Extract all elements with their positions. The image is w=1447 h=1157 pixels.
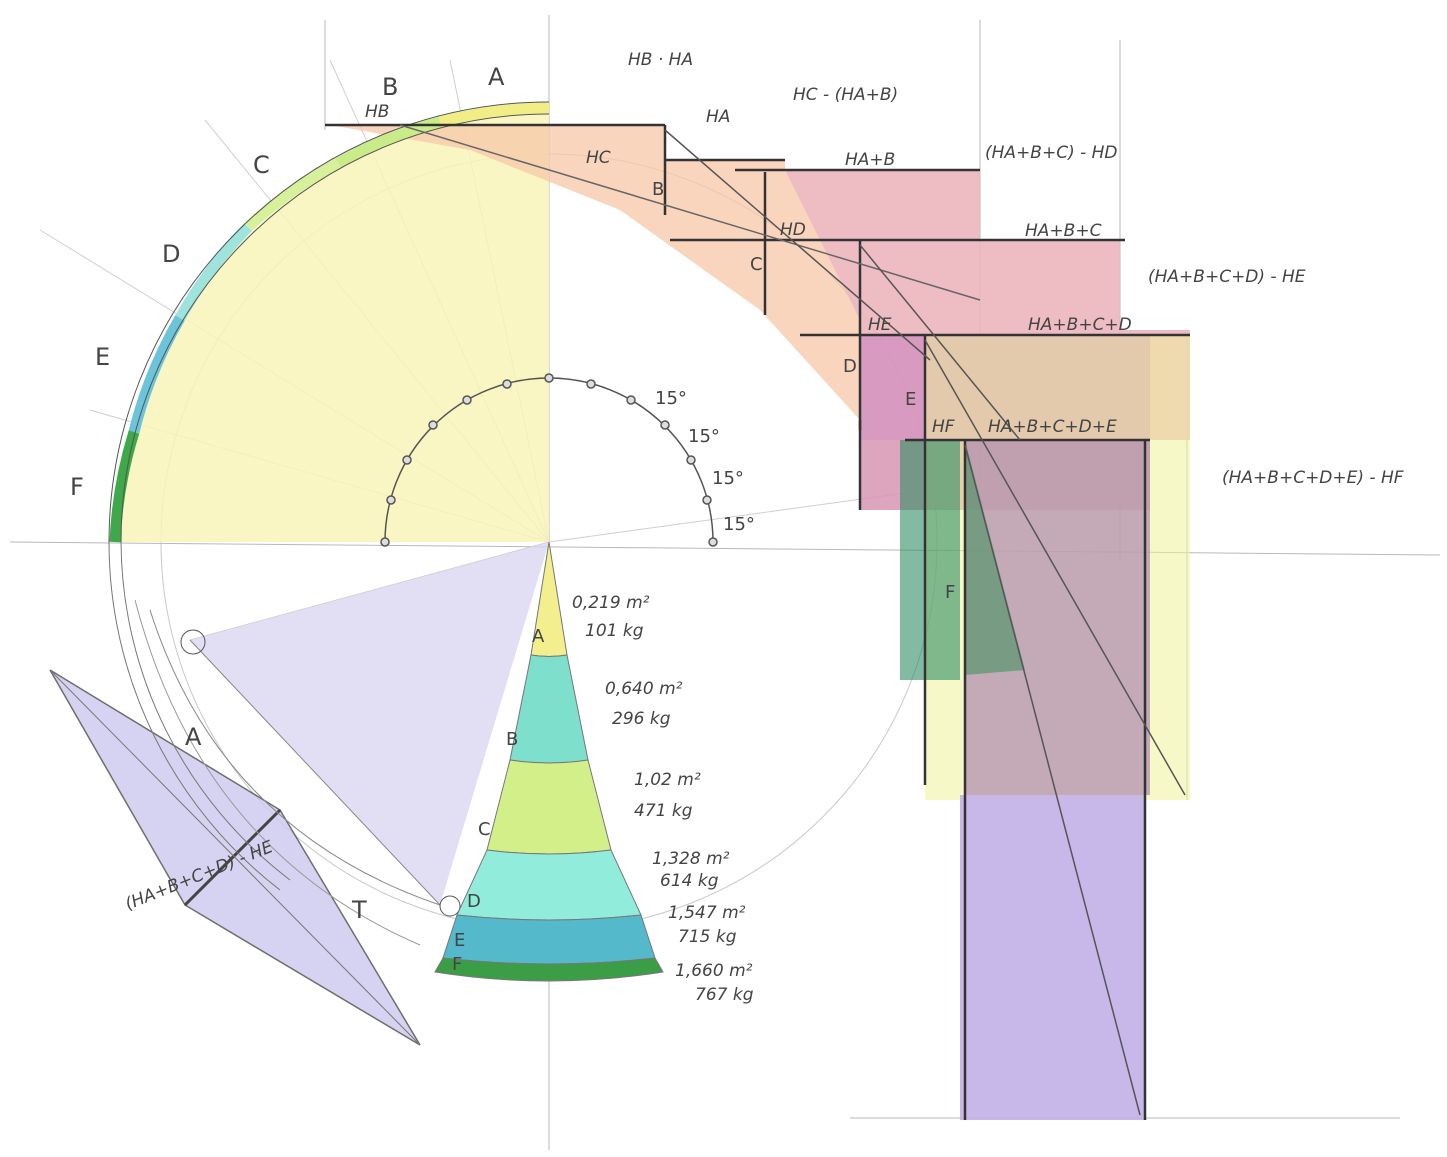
label-habc-minus: (HA+B+C) - HD bbox=[985, 143, 1118, 163]
step-letter-labels: B C D E F bbox=[652, 179, 955, 603]
label-ha: HA bbox=[706, 107, 730, 127]
step-letter-c: C bbox=[750, 254, 763, 275]
weight-cone bbox=[434, 541, 664, 982]
lower-letter-a: A bbox=[185, 723, 202, 751]
cone-band-e bbox=[442, 914, 656, 965]
lower-letter-t: T bbox=[351, 896, 367, 924]
label-habcd-minus: (HA+B+C+D) - HE bbox=[1148, 267, 1306, 287]
arc-label-c: C bbox=[253, 151, 270, 179]
cone-letter-f: F bbox=[452, 954, 462, 975]
cone-band-c bbox=[486, 759, 612, 855]
cone-weight-b: 296 kg bbox=[612, 709, 671, 729]
label-hb-ha: HB · HA bbox=[628, 50, 693, 70]
arc-label-b: B bbox=[382, 73, 398, 101]
angle-labels: 15° 15° 15° 15° bbox=[655, 388, 755, 535]
cone-letter-d: D bbox=[467, 891, 481, 912]
angle-label-2: 15° bbox=[688, 426, 720, 447]
cone-area-e: 1,547 m² bbox=[668, 903, 746, 923]
label-habcde-minus: (HA+B+C+D+E) - HF bbox=[1222, 468, 1404, 488]
angle-label-4: 15° bbox=[723, 514, 755, 535]
cone-letter-c: C bbox=[478, 819, 491, 840]
lower-letter-labels: A T D bbox=[185, 723, 367, 924]
label-hb: HB bbox=[365, 102, 389, 122]
lower-force-polygon bbox=[49, 542, 549, 1046]
cone-area-b: 0,640 m² bbox=[605, 679, 683, 699]
step-letter-f: F bbox=[945, 582, 955, 603]
cone-area-a: 0,219 m² bbox=[572, 593, 650, 613]
arc-label-d: D bbox=[162, 240, 180, 268]
label-hf: HF bbox=[932, 417, 955, 437]
angle-label-3: 15° bbox=[712, 468, 744, 489]
cone-letter-b: B bbox=[506, 729, 518, 750]
step-letter-d: D bbox=[843, 356, 857, 377]
yellow-sector bbox=[120, 112, 549, 542]
cone-area-f: 1,660 m² bbox=[675, 961, 753, 981]
cone-weight-a: 101 kg bbox=[585, 621, 644, 641]
cone-area-c: 1,02 m² bbox=[634, 770, 701, 790]
step-lines bbox=[325, 123, 1190, 1120]
cone-weight-f: 767 kg bbox=[695, 985, 754, 1005]
label-ha-b: HA+B bbox=[845, 150, 895, 170]
label-hd: HD bbox=[780, 220, 806, 240]
label-he: HE bbox=[868, 315, 892, 335]
cone-area-d: 1,328 m² bbox=[652, 849, 730, 869]
arc-label-f: F bbox=[70, 473, 84, 501]
cone-weight-d: 614 kg bbox=[660, 871, 719, 891]
angle-label-1: 15° bbox=[655, 388, 687, 409]
step-letter-e: E bbox=[905, 389, 916, 410]
cone-band-d bbox=[456, 849, 642, 921]
cone-weight-e: 715 kg bbox=[678, 927, 737, 947]
angle-protractor bbox=[380, 373, 718, 547]
cone-letter-a: A bbox=[532, 626, 545, 647]
label-hc-minus: HC - (HA+B) bbox=[793, 85, 898, 105]
arc-letter-labels: B C D E F A bbox=[70, 63, 505, 501]
step-letter-b: B bbox=[652, 179, 664, 200]
top-label-a: A bbox=[488, 63, 505, 91]
label-hc: HC bbox=[586, 148, 611, 168]
cone-band-b bbox=[509, 654, 589, 764]
label-ha-b-c-d-e: HA+B+C+D+E bbox=[988, 417, 1117, 437]
label-ha-b-c-d: HA+B+C+D bbox=[1028, 315, 1132, 335]
cone-labels: A B C D E F 0,219 m² 101 kg 0,640 m² 296… bbox=[452, 593, 754, 1005]
arc-label-e: E bbox=[95, 343, 110, 371]
cone-letter-e: E bbox=[454, 930, 465, 951]
label-ha-b-c: HA+B+C bbox=[1025, 221, 1102, 241]
cone-band-f bbox=[434, 957, 664, 982]
cone-weight-c: 471 kg bbox=[634, 801, 693, 821]
